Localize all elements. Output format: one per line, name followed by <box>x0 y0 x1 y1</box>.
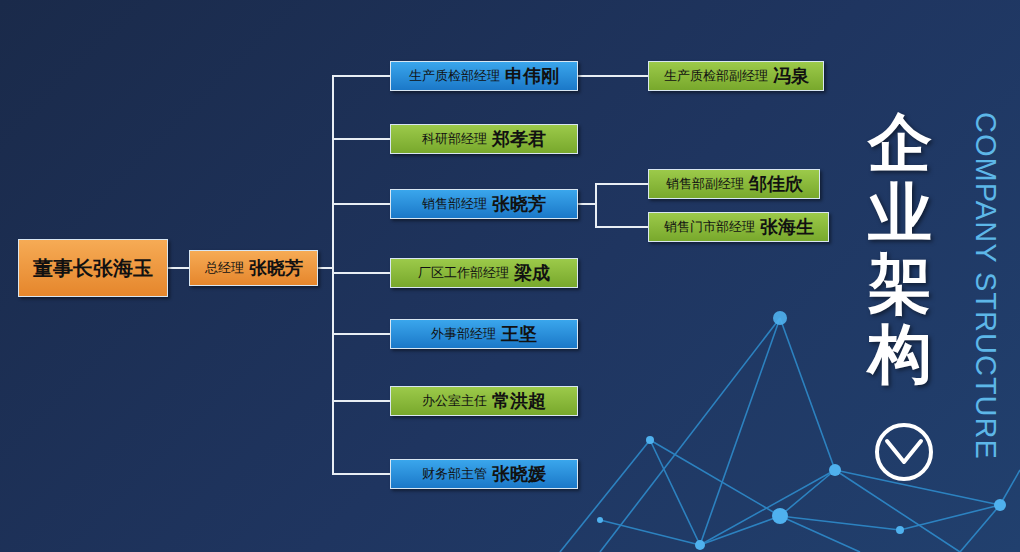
leader-box: 总经理张晓芳 <box>189 250 318 286</box>
org-connector <box>318 76 390 268</box>
leader-box: 董事长张海玉 <box>18 239 168 297</box>
person-name: 张晓芳 <box>249 256 303 280</box>
position-title: 销售门市部经理 <box>664 218 755 236</box>
vertical-title: 企业架构 <box>868 108 932 390</box>
position-title: 财务部主管 <box>422 465 487 483</box>
node-text: 董事长张海玉 <box>33 255 153 282</box>
position-title: 办公室主任 <box>422 392 487 410</box>
position-title: 生产质检部副经理 <box>664 67 768 85</box>
org-connector <box>578 184 648 204</box>
person-name: 张海生 <box>760 215 814 239</box>
org-connector <box>578 204 648 227</box>
department-box: 厂区工作部经理梁成 <box>390 258 578 288</box>
position-title: 外事部经理 <box>431 325 496 343</box>
position-title: 总经理 <box>205 259 244 277</box>
org-connector <box>318 268 390 401</box>
org-connector <box>168 267 189 269</box>
department-box: 销售部副经理邹佳欣 <box>648 169 820 199</box>
check-icon <box>877 425 931 479</box>
department-box: 外事部经理王坚 <box>390 319 578 349</box>
person-name: 张晓媛 <box>492 462 546 486</box>
department-box: 财务部主管张晓媛 <box>390 459 578 489</box>
org-connector <box>318 139 390 268</box>
position-title: 销售部经理 <box>422 195 487 213</box>
person-name: 王坚 <box>501 322 537 346</box>
person-name: 梁成 <box>514 261 550 285</box>
english-subtitle: COMPANY STRUCTURE <box>971 112 1000 460</box>
person-name: 郑孝君 <box>492 127 546 151</box>
department-box: 销售部经理张晓芳 <box>390 189 578 219</box>
department-box: 办公室主任常洪超 <box>390 386 578 416</box>
position-title: 销售部副经理 <box>666 175 744 193</box>
department-box: 生产质检部副经理冯泉 <box>648 61 824 91</box>
position-title: 生产质检部经理 <box>409 67 500 85</box>
person-name: 常洪超 <box>492 389 546 413</box>
department-box: 销售门市部经理张海生 <box>648 212 829 242</box>
person-name: 邹佳欣 <box>749 172 803 196</box>
person-name: 申伟刚 <box>505 64 559 88</box>
department-box: 科研部经理郑孝君 <box>390 124 578 154</box>
position-title: 厂区工作部经理 <box>418 264 509 282</box>
org-connector <box>318 268 390 334</box>
department-box: 生产质检部经理申伟刚 <box>390 61 578 91</box>
org-connector <box>578 75 648 77</box>
person-name: 张晓芳 <box>492 192 546 216</box>
position-title: 科研部经理 <box>422 130 487 148</box>
person-name: 冯泉 <box>773 64 809 88</box>
org-connector <box>318 268 390 474</box>
org-connector <box>318 204 390 268</box>
